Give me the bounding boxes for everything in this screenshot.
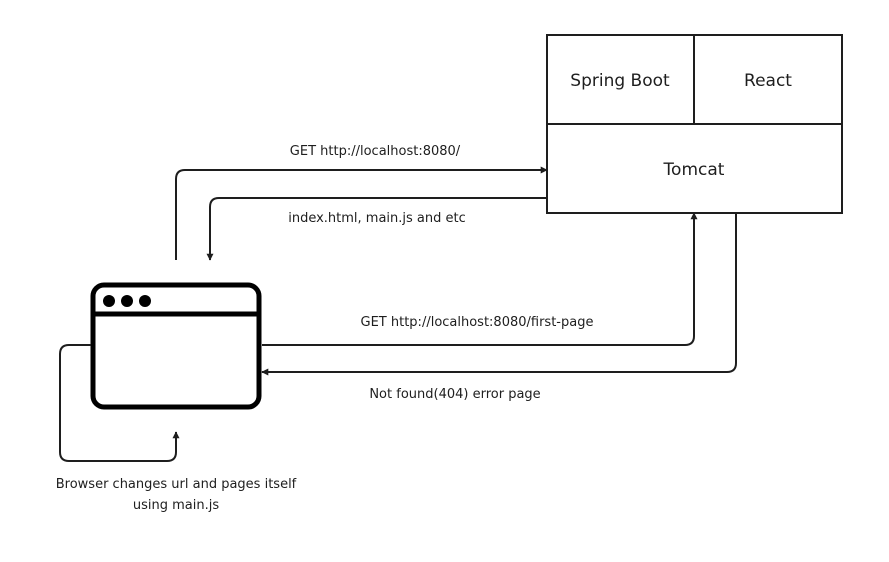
spring-boot-label: Spring Boot (570, 71, 670, 91)
react-label: React (744, 71, 792, 91)
browser-dot-icon (139, 295, 151, 307)
arrow-index-response (206, 197, 547, 261)
label-index-response: index.html, main.js and etc (288, 211, 466, 226)
browser-note-line2: using main.js (133, 498, 219, 513)
arrow-self-loop (59, 344, 180, 462)
arrow-get-root (175, 166, 548, 260)
arrow-not-found (261, 213, 737, 376)
label-get-first-page: GET http://localhost:8080/first-page (361, 315, 594, 330)
browser-note-line1: Browser changes url and pages itself (56, 477, 297, 492)
label-not-found: Not found(404) error page (369, 387, 540, 402)
label-get-root: GET http://localhost:8080/ (290, 144, 461, 159)
tomcat-label: Tomcat (663, 160, 725, 180)
server-stack: Spring Boot React Tomcat (546, 34, 843, 214)
browser-window-icon (90, 282, 262, 410)
browser-dot-icon (121, 295, 133, 307)
tomcat-box (546, 123, 843, 214)
arrow-get-first-page (262, 212, 698, 346)
browser-dot-icon (103, 295, 115, 307)
react-box (693, 34, 843, 125)
spring-boot-box (546, 34, 695, 125)
